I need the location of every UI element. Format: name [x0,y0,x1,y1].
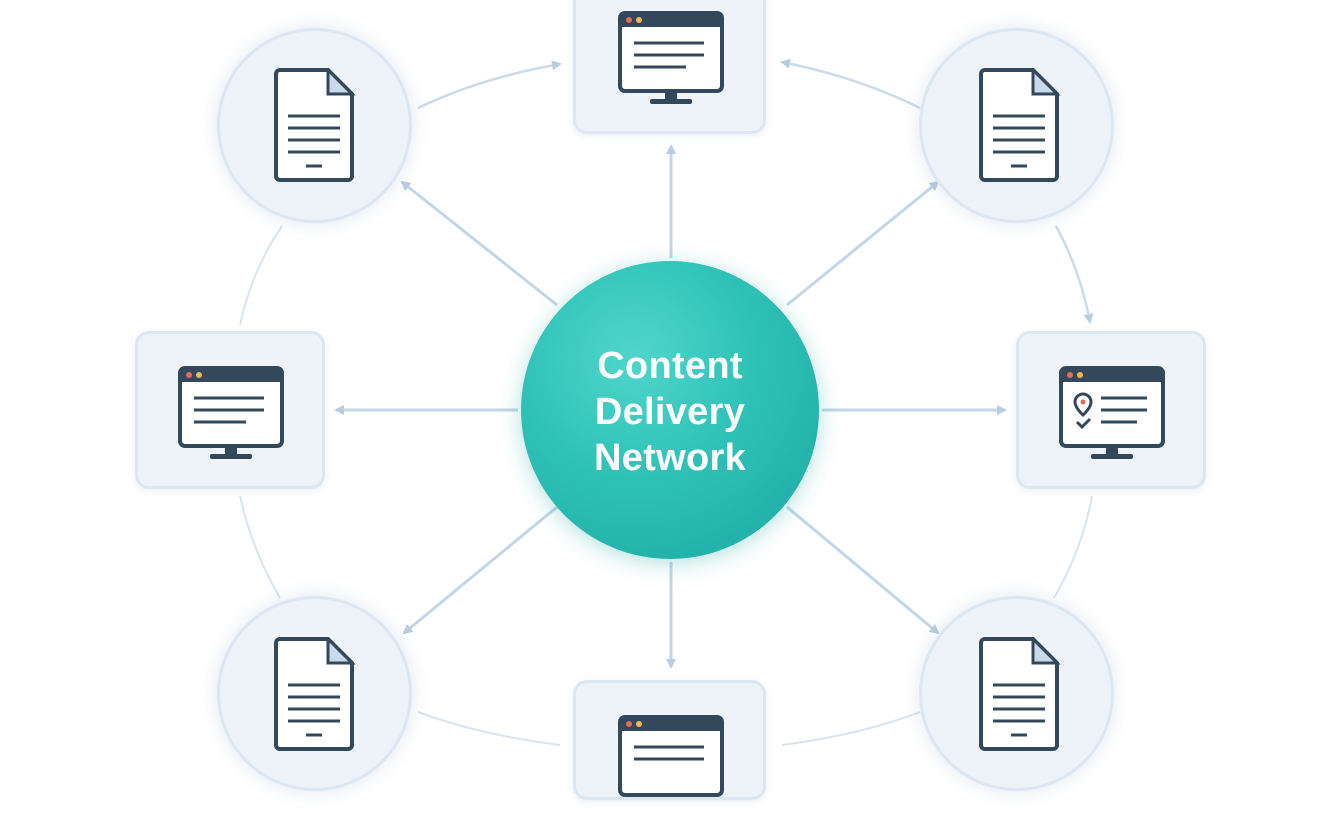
cdn-diagram: Content Delivery Network [135,0,1206,800]
line-left-to-bottom-left [239,495,281,599]
node-left[interactable] [135,331,325,489]
node-bottom-left[interactable] [217,596,412,791]
line-right-to-bottom-right [1053,495,1093,599]
monitor-icon [618,11,724,104]
document-icon [274,637,356,751]
node-bottom-right[interactable] [919,596,1114,791]
node-top[interactable] [573,0,766,134]
document-icon [979,68,1061,182]
node-top-right[interactable] [919,28,1114,223]
monitor-icon [618,715,724,797]
monitor-map-pin-icon [1059,366,1165,459]
arrow-hub-to-top-left [400,180,558,307]
connections [239,58,1094,746]
arrow-top-right-to-right [1054,225,1094,324]
node-top-left[interactable] [217,28,412,223]
node-bottom[interactable] [573,680,766,800]
arrow-hub-to-bottom-right [786,505,940,635]
arrow-top-left-to-top [417,60,562,110]
hub-label-line-1: Content [597,345,743,387]
cdn-hub[interactable]: Content Delivery Network [521,261,819,559]
arrow-hub-to-top-right [786,180,940,307]
hub-label-line-3: Network [593,437,747,479]
line-bottom-right-to-bottom [781,711,921,746]
monitor-icon [178,366,284,459]
document-icon [979,637,1061,751]
document-icon [274,68,356,182]
node-right[interactable] [1016,331,1206,489]
hub-label: Content Delivery Network [521,343,819,481]
arrow-hub-to-bottom-left [402,505,558,635]
line-top-left-to-left [239,225,283,326]
arrow-top-right-to-top [780,58,921,110]
hub-label-line-2: Delivery [594,391,746,433]
line-bottom-left-to-bottom [417,711,561,746]
